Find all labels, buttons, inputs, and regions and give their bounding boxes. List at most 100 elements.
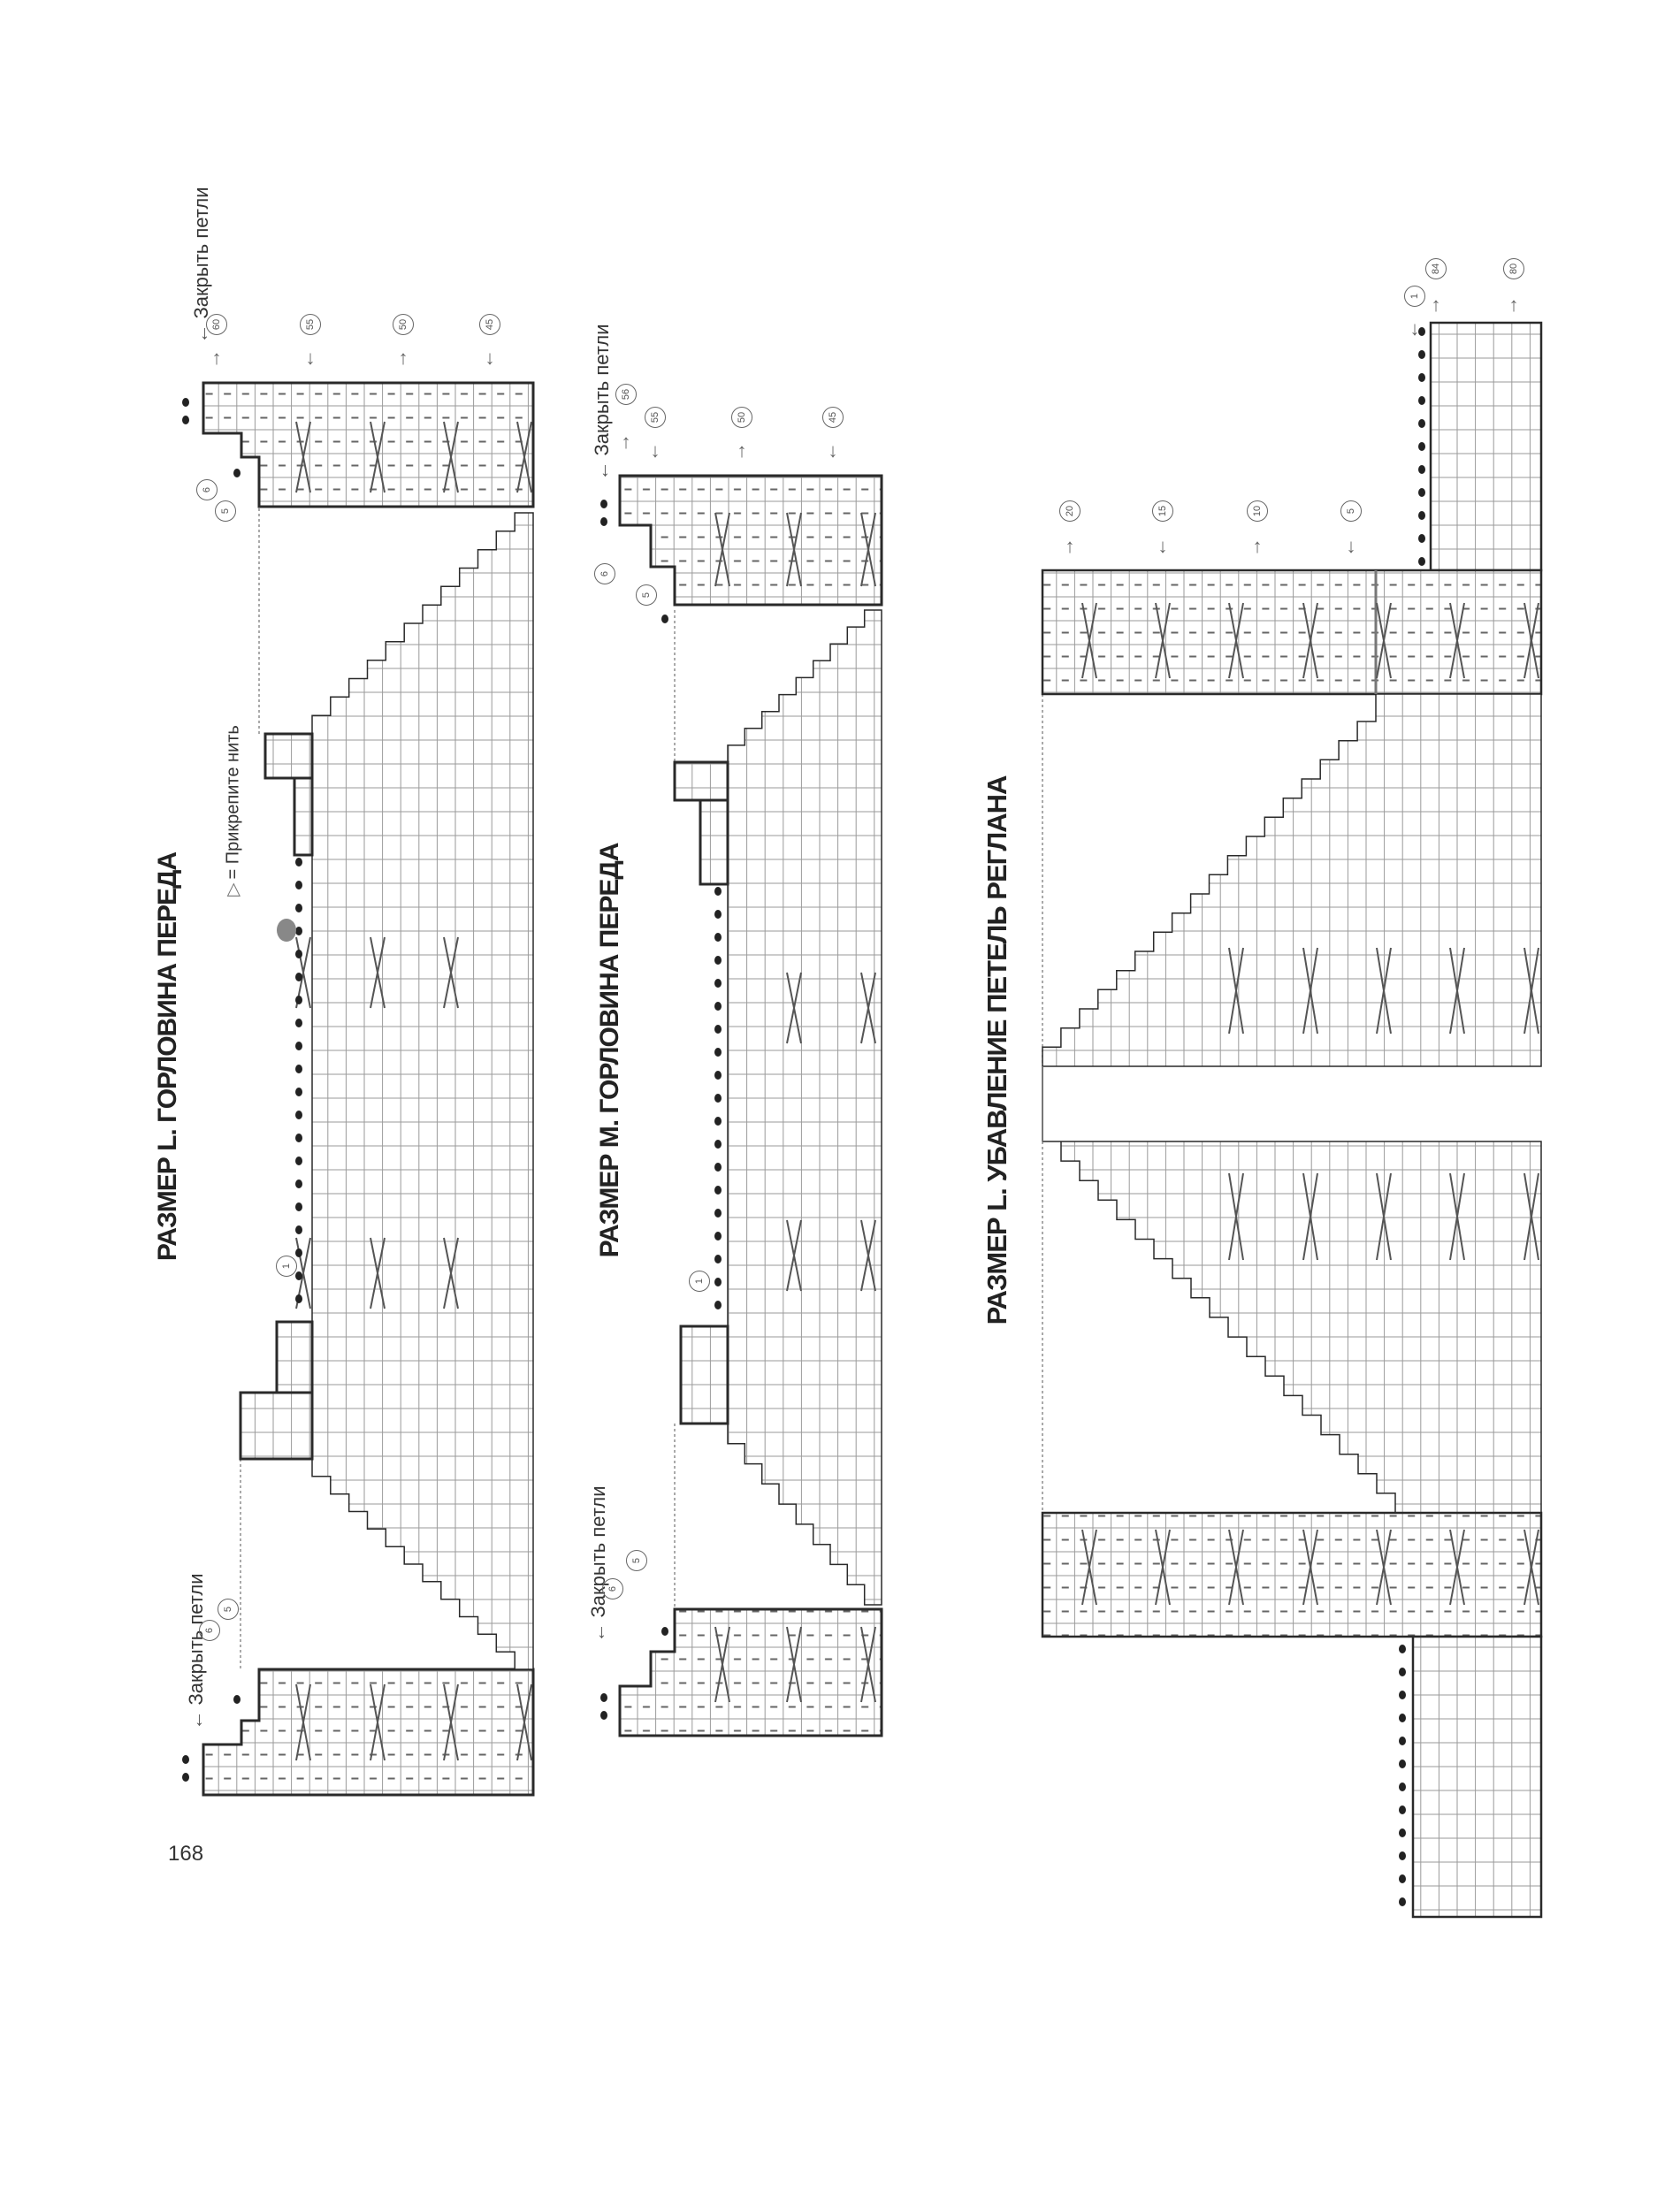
cable-cross-symbol — [1228, 1529, 1244, 1606]
bind-off-dot — [295, 1134, 302, 1142]
arrow-up-icon — [1253, 537, 1263, 556]
row-number: 1 — [1409, 293, 1420, 300]
step-number: 6 — [202, 486, 212, 493]
bind-off-dot — [295, 1111, 302, 1119]
bind-off-dot — [714, 887, 722, 896]
arrow-up-icon — [1065, 537, 1075, 556]
bind-off-dot — [714, 1163, 722, 1172]
cable-cross-symbol — [860, 512, 876, 587]
bind-off-dot — [1399, 1691, 1406, 1699]
raglan-bottom-block — [1041, 1511, 1543, 1638]
arrow-up-icon — [737, 441, 747, 461]
arrow-down-icon — [651, 441, 661, 461]
arrow-left-icon — [591, 461, 614, 480]
row-number: 45 — [828, 411, 838, 424]
cable-cross-symbol — [1228, 947, 1244, 1034]
bind-off-dot — [1418, 373, 1425, 382]
bind-off-dot — [295, 1271, 302, 1280]
cable-cross-symbol — [1081, 1529, 1097, 1606]
arrow-up-icon — [1432, 295, 1441, 315]
cable-cross-symbol — [1449, 602, 1465, 679]
step-circle: 5 — [215, 500, 236, 522]
cable-cross-symbol — [370, 1683, 386, 1761]
row-number: 1 — [694, 1278, 705, 1285]
bind-off-dot — [295, 1225, 302, 1234]
cable-cross-symbol — [295, 1683, 311, 1761]
cable-cross-symbol — [786, 1626, 802, 1703]
triangle-icon: ▷ — [223, 882, 243, 897]
step-number: 6 — [204, 1627, 215, 1634]
bind-off-dot — [295, 1248, 302, 1257]
cable-cross-symbol — [860, 1626, 876, 1703]
bind-off-dot — [714, 1048, 722, 1057]
row-number: 55 — [305, 318, 316, 331]
bind-off-dot — [1399, 1783, 1406, 1791]
chart-raglan-title: РАЗМЕР L. УБАВЛЕНИЕ ПЕТЕЛЬ РЕГЛАНА — [981, 775, 1012, 1325]
row-number-circle: 50 — [393, 314, 414, 335]
cable-cross-symbol — [714, 512, 730, 587]
row-number: 80 — [1508, 263, 1519, 275]
cable-cross-symbol — [1302, 602, 1318, 679]
row-number-circle: 45 — [479, 314, 500, 335]
bind-off-dot — [1418, 488, 1425, 497]
bind-off-dot — [1399, 1645, 1406, 1653]
bind-off-dot — [714, 1301, 722, 1309]
raglan-upper-triangle — [1042, 693, 1542, 1067]
row-number-circle: 55 — [645, 407, 666, 428]
bind-off-dot — [182, 416, 189, 424]
bind-off-dot — [233, 469, 241, 477]
row-number-circle: 5 — [1340, 500, 1362, 522]
cable-cross-symbol — [786, 972, 802, 1044]
bind-off-dot — [1418, 465, 1425, 474]
cable-cross-symbol — [443, 936, 459, 1009]
bind-off-dot — [714, 1140, 722, 1149]
chart-m-neckline-title: РАЗМЕР М. ГОРЛОВИНА ПЕРЕДА — [595, 843, 624, 1258]
bind-off-dot — [1418, 327, 1425, 336]
arrow-up-icon — [212, 348, 222, 368]
bind-off-dot — [182, 1755, 189, 1764]
bind-off-dot — [295, 1088, 302, 1096]
bind-off-dot — [714, 1002, 722, 1011]
row-number: 55 — [650, 411, 661, 424]
row-number: 45 — [485, 318, 495, 331]
row-number-circle: 80 — [1503, 258, 1524, 279]
bind-off-dot — [182, 398, 189, 407]
cable-cross-symbol — [1523, 602, 1539, 679]
bind-off-dot — [1418, 442, 1425, 451]
bind-off-dot — [714, 1255, 722, 1263]
bind-off-dot — [1399, 1805, 1406, 1814]
shoulder-top-m — [618, 474, 883, 607]
bind-off-dot — [295, 1179, 302, 1188]
bind-off-label-top: Закрыть петли — [591, 324, 614, 481]
bind-off-dot — [714, 956, 722, 965]
row-number: 56 — [621, 388, 631, 401]
row-number: 15 — [1157, 505, 1168, 517]
neck-step-l — [275, 1320, 314, 1394]
row-number-circle: 56 — [615, 384, 637, 405]
bind-off-dot — [714, 1278, 722, 1286]
step-circle: 6 — [196, 479, 218, 500]
cable-cross-symbol — [1302, 1529, 1318, 1606]
bind-off-dot — [1399, 1760, 1406, 1768]
step-number: 5 — [631, 1557, 642, 1564]
step-circle: 6 — [602, 1578, 623, 1599]
bind-off-dot — [1399, 1828, 1406, 1837]
arrow-up-icon — [622, 432, 631, 452]
bind-off-dot — [600, 1693, 607, 1702]
bind-off-dot — [1418, 396, 1425, 405]
bind-off-dot — [1399, 1897, 1406, 1906]
step-number: 6 — [607, 1585, 618, 1592]
bind-off-dot — [295, 927, 302, 935]
bind-off-dot — [714, 910, 722, 919]
bind-off-dot — [295, 1157, 302, 1165]
arrow-down-icon — [306, 348, 316, 368]
arrow-up-icon — [1509, 295, 1519, 315]
row-number-circle: 1 — [1404, 286, 1425, 307]
sleeve-top-strip — [1429, 321, 1543, 572]
shoulder-top-l — [202, 381, 535, 508]
cable-cross-symbol — [516, 1683, 532, 1761]
bind-off-dot — [714, 979, 722, 988]
shoulder-bottom-m — [618, 1607, 883, 1737]
cable-cross-symbol — [1376, 1172, 1392, 1261]
cable-cross-symbol — [1376, 602, 1392, 679]
